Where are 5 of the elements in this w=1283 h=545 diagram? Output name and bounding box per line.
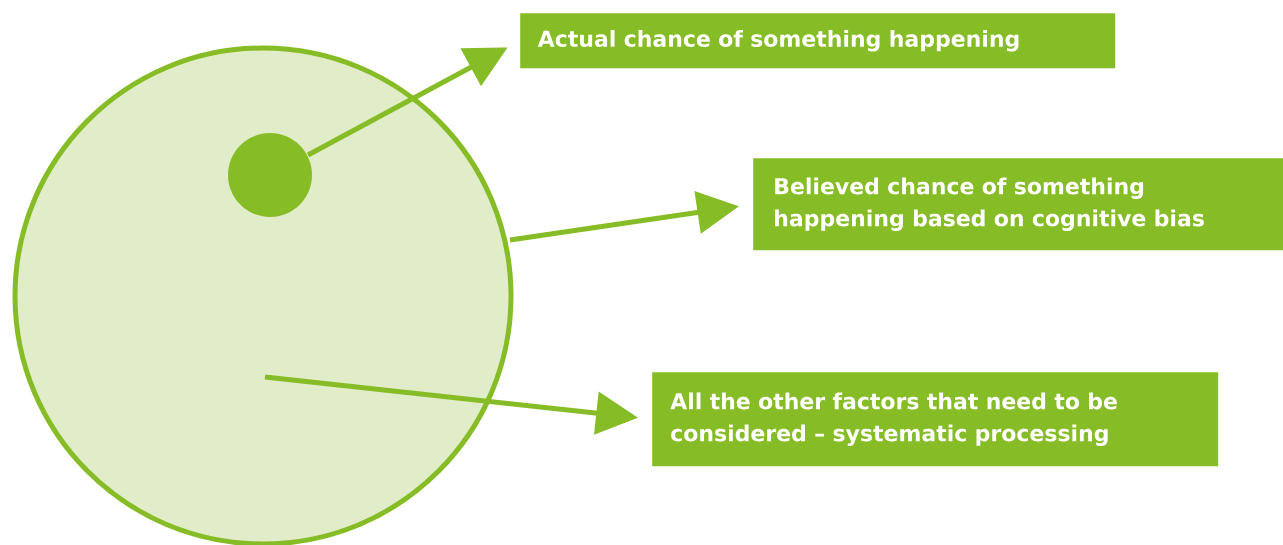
label-box: Actual chance of something happening: [520, 13, 1116, 69]
dot: [228, 133, 312, 217]
label-box: All the other factors that need to be considered – systematic processing: [652, 372, 1219, 467]
circle-shape: [12, 45, 514, 545]
label-box: Believed chance of something happening based on cognitive bias: [753, 158, 1283, 251]
